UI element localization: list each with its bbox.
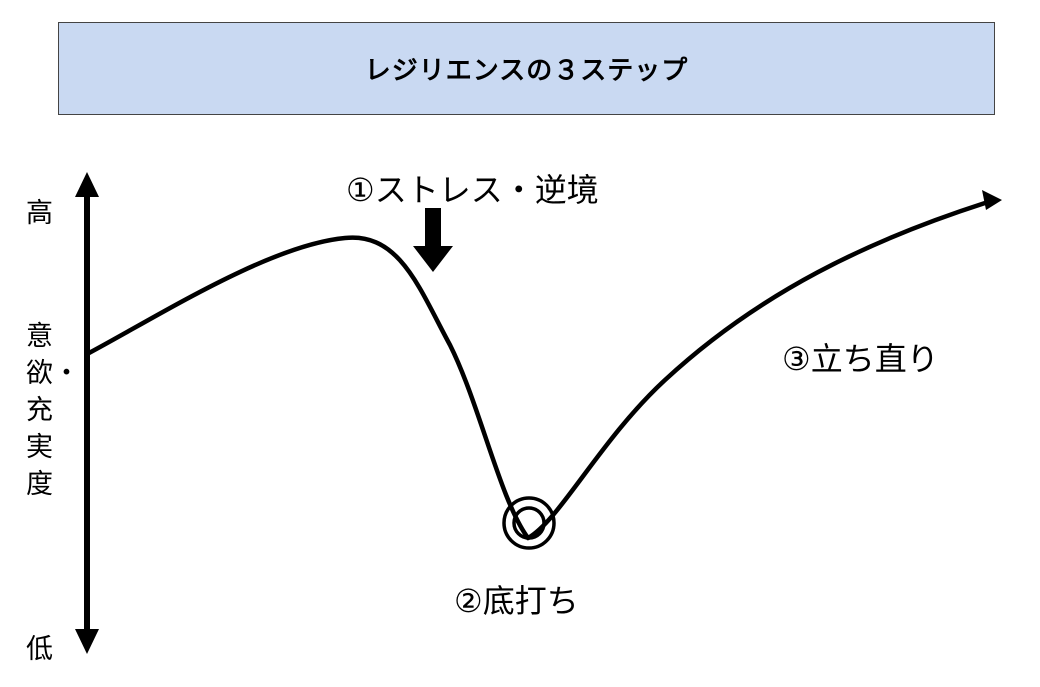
y-axis-title: 意欲・充実度 xyxy=(26,321,80,500)
y-axis-low-label: 低 xyxy=(26,634,53,665)
y-axis-top-arrowhead xyxy=(75,172,99,197)
title-box: レジリエンスの３ステップ xyxy=(58,22,995,115)
double-circle-icon xyxy=(502,496,556,550)
down-arrow-icon xyxy=(413,208,453,272)
resilience-curve xyxy=(86,200,988,541)
curve-end-arrowhead xyxy=(982,190,1002,210)
step-label-recovery: ③立ち直り xyxy=(782,340,939,378)
y-axis-high-label: 高 xyxy=(26,198,53,229)
y-axis-arrow xyxy=(75,172,99,654)
page-title: レジリエンスの３ステップ xyxy=(364,56,689,86)
step-label-stress: ①ストレス・逆境 xyxy=(346,171,599,209)
y-axis-bottom-arrowhead xyxy=(75,629,99,654)
step-label-bottom: ②底打ち xyxy=(454,582,579,620)
